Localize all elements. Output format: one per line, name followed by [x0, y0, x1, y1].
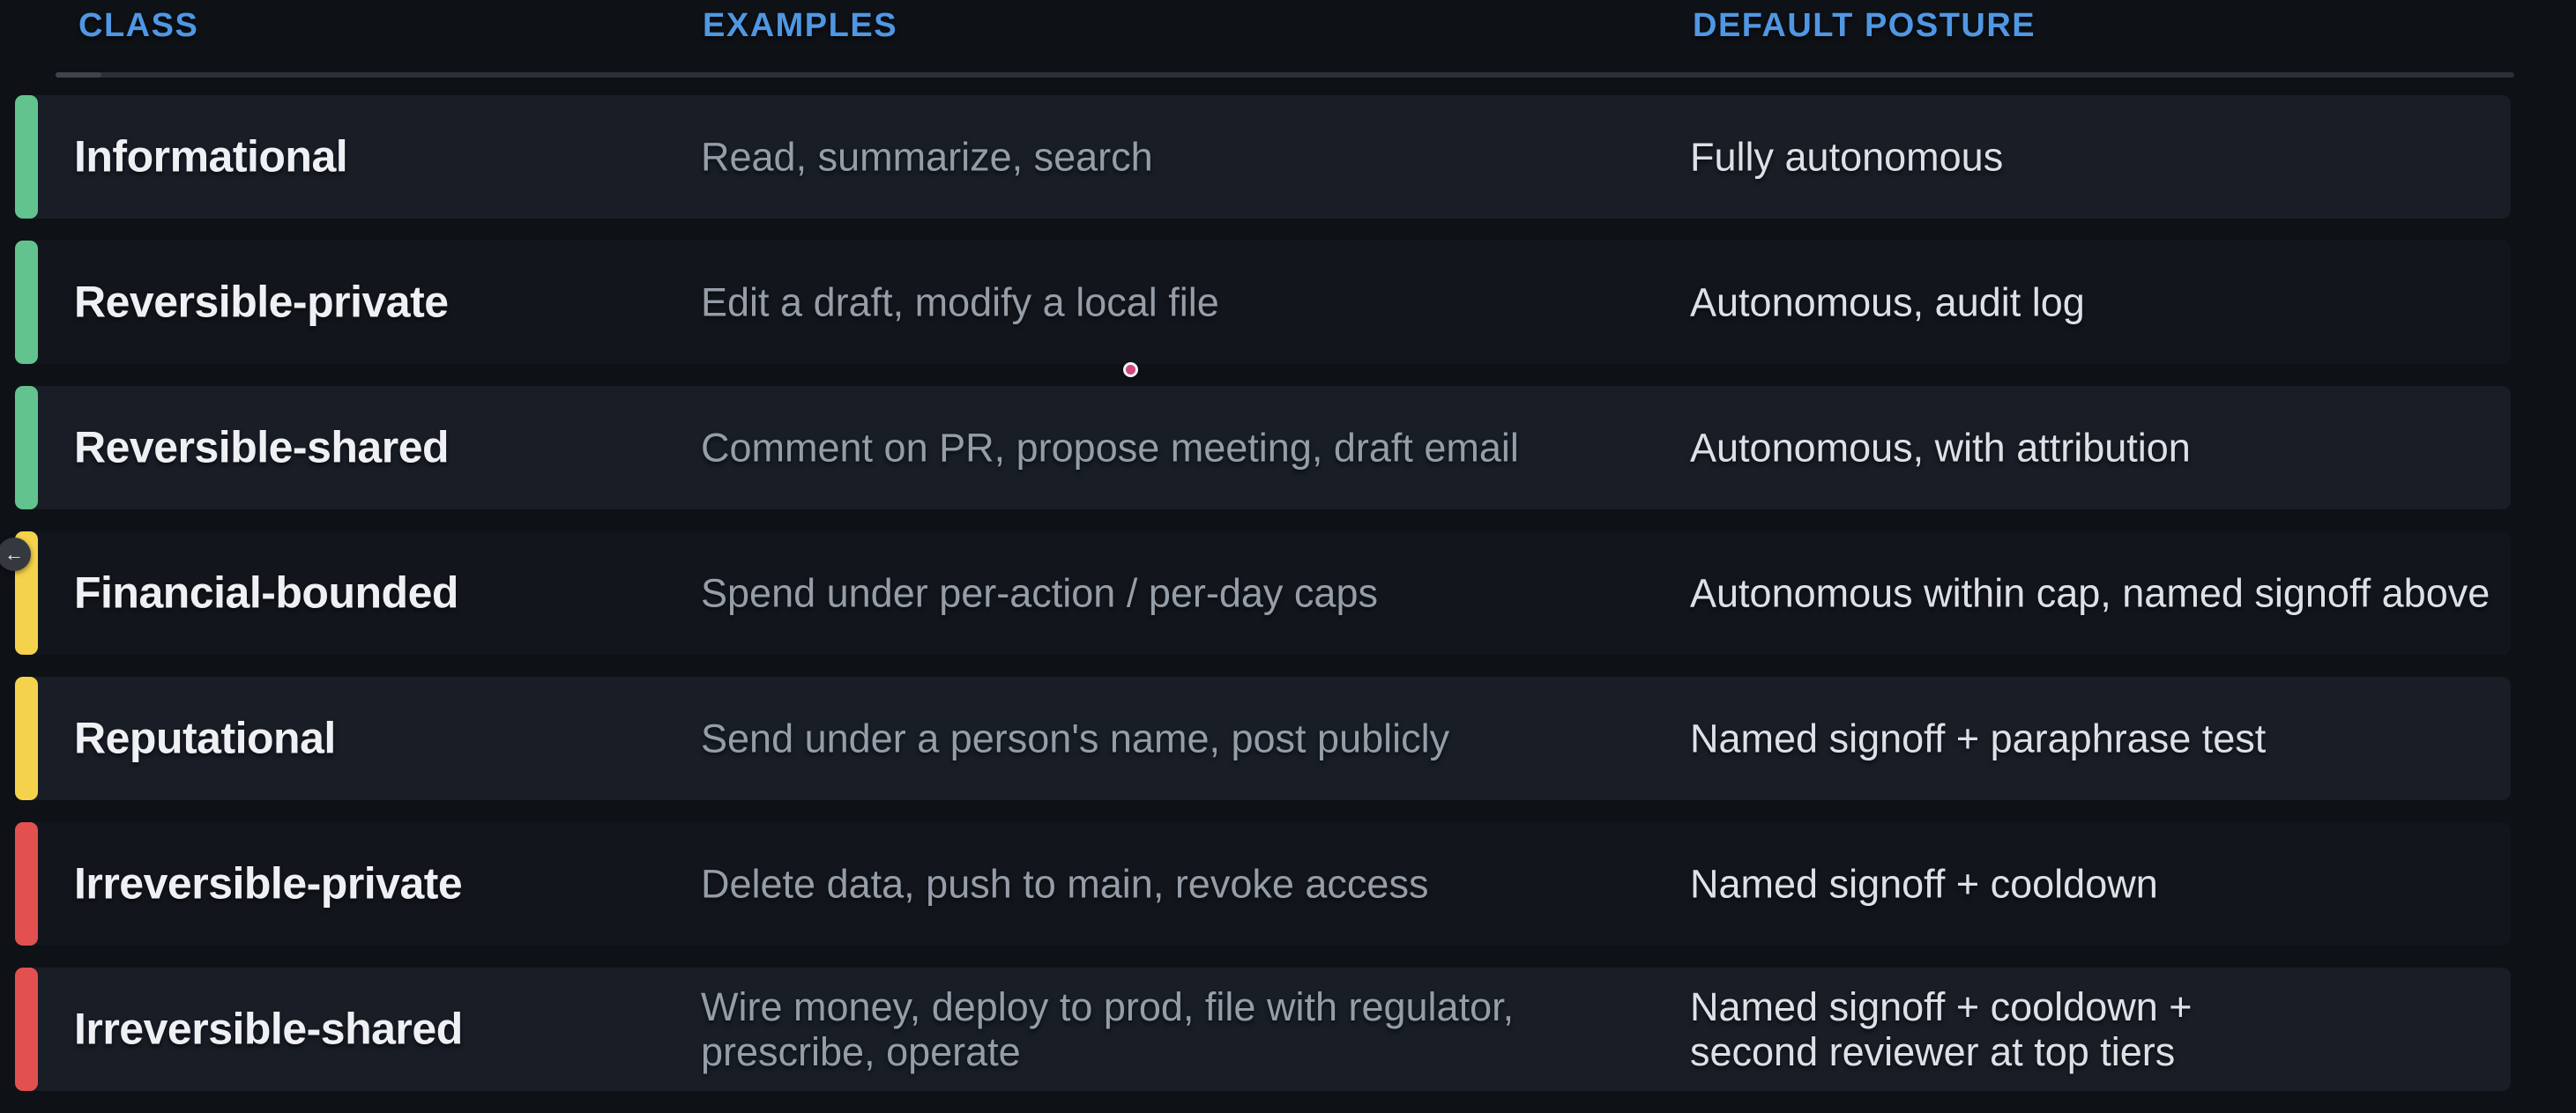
- examples-cell: Delete data, push to main, revoke access: [701, 861, 1429, 907]
- posture-cell: Named signoff + cooldown: [1690, 861, 2158, 907]
- risk-level-bar: [15, 968, 38, 1091]
- posture-cell: Autonomous, with attribution: [1690, 425, 2191, 471]
- examples-cell: Send under a person's name, post publicl…: [701, 716, 1450, 761]
- cursor-click-indicator: [1123, 362, 1138, 377]
- class-cell: Informational: [74, 131, 348, 182]
- risk-level-bar: [15, 822, 38, 946]
- risk-level-bar: [15, 241, 38, 364]
- table-row-reputational: Reputational Send under a person's name,…: [15, 677, 2511, 800]
- risk-table: Informational Read, summarize, search Fu…: [15, 95, 2511, 1113]
- column-header-class: CLASS: [78, 7, 199, 44]
- examples-cell: Edit a draft, modify a local file: [701, 279, 1219, 325]
- table-row-informational: Informational Read, summarize, search Fu…: [15, 95, 2511, 219]
- posture-cell: Autonomous, audit log: [1690, 279, 2085, 325]
- risk-level-bar: [15, 386, 38, 509]
- table-row-reversible-shared: Reversible-shared Comment on PR, propose…: [15, 386, 2511, 509]
- class-cell: Irreversible-shared: [74, 1004, 463, 1054]
- back-button[interactable]: ←: [0, 538, 31, 571]
- table-header: CLASS EXAMPLES DEFAULT POSTURE: [0, 0, 2576, 79]
- examples-cell: Wire money, deploy to prod, file with re…: [701, 984, 1515, 1074]
- table-row-irreversible-shared: Irreversible-shared Wire money, deploy t…: [15, 968, 2511, 1091]
- class-cell: Financial-bounded: [74, 568, 458, 618]
- back-arrow-icon: ←: [4, 543, 24, 565]
- column-header-posture: DEFAULT POSTURE: [1693, 7, 2036, 44]
- column-header-examples: EXAMPLES: [703, 7, 898, 44]
- posture-cell: Autonomous within cap, named signoff abo…: [1690, 570, 2490, 616]
- table-row-reversible-private: Reversible-private Edit a draft, modify …: [15, 241, 2511, 364]
- table-row-irreversible-private: Irreversible-private Delete data, push t…: [15, 822, 2511, 946]
- posture-cell: Named signoff + cooldown + second review…: [1690, 984, 2193, 1074]
- posture-cell: Fully autonomous: [1690, 134, 2004, 180]
- table-row-financial-bounded: Financial-bounded Spend under per-action…: [15, 531, 2511, 655]
- class-cell: Reversible-private: [74, 277, 449, 327]
- header-divider: [56, 72, 2514, 78]
- examples-cell: Comment on PR, propose meeting, draft em…: [701, 425, 1519, 471]
- posture-cell: Named signoff + paraphrase test: [1690, 716, 2267, 761]
- examples-cell: Read, summarize, search: [701, 134, 1153, 180]
- class-cell: Reputational: [74, 713, 336, 763]
- class-cell: Reversible-shared: [74, 422, 450, 472]
- risk-level-bar: [15, 95, 38, 219]
- class-cell: Irreversible-private: [74, 858, 463, 909]
- examples-cell: Spend under per-action / per-day caps: [701, 570, 1378, 616]
- risk-level-bar: [15, 677, 38, 800]
